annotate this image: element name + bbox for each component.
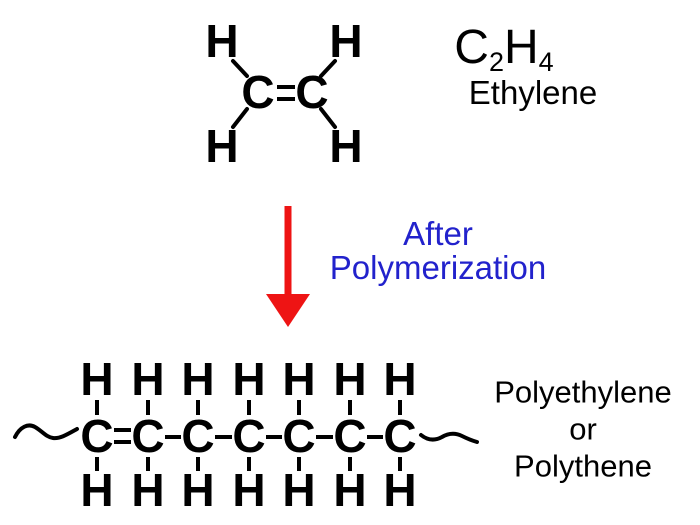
polymer-hydrogen-atom: H [333, 464, 367, 516]
polymer-hydrogen-atom: H [80, 353, 114, 405]
ethylene-hydrogen-atom: H [329, 120, 363, 172]
polymer-name-label: Polyethylene or Polythene [494, 374, 672, 485]
polymer-label-line: Polythene [514, 448, 652, 484]
ch-bond-line [319, 59, 337, 78]
after-polymerization-caption: After Polymerization [330, 217, 546, 285]
formula-subscript: 4 [538, 47, 554, 77]
polymer-hydrogen-atom: H [181, 464, 215, 516]
formula-element: C [454, 21, 489, 74]
polymer-hydrogen-atom: H [181, 353, 215, 405]
formula-subscript: 2 [488, 47, 504, 77]
ch-bond-line [319, 107, 337, 129]
ch-bond-line [231, 107, 249, 129]
chain-squiggle-right-icon [419, 431, 479, 444]
ethylene-formula: C2H4 [454, 24, 553, 76]
polymer-hydrogen-atom: H [131, 464, 165, 516]
polymer-hydrogen-atom: H [232, 464, 266, 516]
polymer-hydrogen-atom: H [131, 353, 165, 405]
polymer-label-line: Polyethylene [494, 374, 672, 410]
reaction-arrow-head [266, 294, 310, 327]
ethylene-hydrogen-atom: H [329, 15, 363, 67]
ethylene-hydrogen-atom: H [205, 120, 239, 172]
caption-line: After [403, 215, 473, 252]
polymer-hydrogen-atom: H [80, 464, 114, 516]
formula-element: H [504, 21, 539, 74]
polymer-hydrogen-atom: H [282, 464, 316, 516]
polymer-label-line: or [569, 411, 597, 447]
ethylene-name-label: Ethylene [468, 74, 598, 111]
polymer-carbon-atom: C [80, 410, 114, 462]
ethylene-carbon-atom: C [295, 66, 329, 118]
polymer-carbon-atom: C [333, 410, 367, 462]
polymer-carbon-atom: C [282, 410, 316, 462]
polymer-hydrogen-atom: H [282, 353, 316, 405]
ethylene-carbon-atom: C [241, 66, 275, 118]
chain-squiggle-left-icon [13, 423, 79, 441]
polymer-carbon-atom: C [232, 410, 266, 462]
polymer-hydrogen-atom: H [333, 353, 367, 405]
ch-bond-line [231, 59, 249, 78]
caption-line: Polymerization [329, 249, 547, 286]
polymer-hydrogen-atom: H [383, 464, 417, 516]
polymer-hydrogen-atom: H [232, 353, 266, 405]
polymer-carbon-atom: C [383, 410, 417, 462]
ethylene-hydrogen-atom: H [205, 15, 239, 67]
polymer-carbon-atom: C [131, 410, 165, 462]
polymer-hydrogen-atom: H [383, 353, 417, 405]
polymer-carbon-atom: C [181, 410, 215, 462]
